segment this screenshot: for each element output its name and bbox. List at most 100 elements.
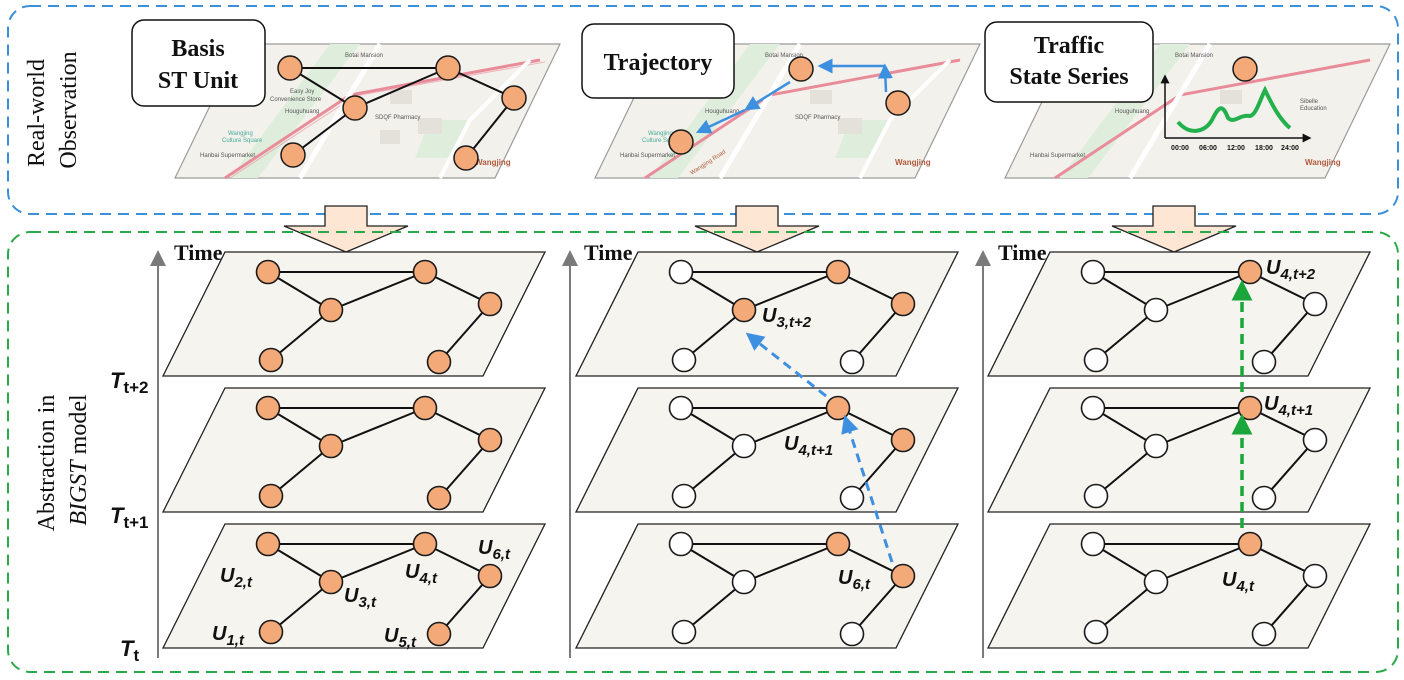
graph-node (890, 563, 916, 589)
graph-node (668, 259, 694, 285)
unit-labels: U1,t U2,t U3,t U4,t U5,t U6,t U6,t U4,t+… (212, 257, 1316, 651)
svg-text:Hanbai Supermarket: Hanbai Supermarket (620, 153, 675, 159)
graph-edge (1155, 271, 1251, 311)
svg-text:Culture Square: Culture Square (642, 138, 683, 144)
down-arrow-3 (1111, 205, 1237, 253)
svg-text:00:00: 00:00 (1171, 145, 1189, 152)
time-axis-2: Time (562, 240, 633, 658)
observation-frame (7, 5, 1399, 215)
svg-text:Wangjing: Wangjing (895, 158, 931, 167)
time-axis-1: Time Tt+2 Tt+1 Tt (110, 240, 223, 665)
graph-node (1302, 563, 1328, 589)
graph-node (731, 569, 757, 595)
graph-edge (743, 271, 839, 311)
graph-node (890, 291, 916, 317)
svg-text:SDQF Pharmacy: SDQF Pharmacy (375, 115, 420, 121)
graph-node (255, 259, 281, 285)
svg-text:Houguhuang: Houguhuang (705, 109, 739, 115)
svg-text:Houguhuang: Houguhuang (285, 109, 319, 115)
svg-text:Culture Square: Culture Square (222, 138, 263, 144)
graph-node (412, 395, 438, 421)
graph-edge (1095, 445, 1157, 497)
graph-node (839, 485, 865, 511)
graph-node (426, 349, 452, 375)
trajectory-arrow-2 (745, 332, 827, 398)
svg-text:Hanbai Supermarket: Hanbai Supermarket (200, 153, 255, 159)
layer-plane-traffic-1 (986, 387, 1372, 513)
map-node (501, 85, 527, 111)
layer-plane-traj-0 (574, 251, 960, 377)
graph-node (671, 483, 697, 509)
graph-edge (438, 303, 491, 363)
graph-node (318, 433, 344, 459)
graph-edge (683, 445, 745, 497)
graph-node (477, 291, 503, 317)
graph-edge (851, 303, 904, 363)
label-u3t: U3,t (344, 585, 377, 611)
graph-node (1302, 427, 1328, 453)
graph-node (671, 619, 697, 645)
graph-node (1080, 259, 1106, 285)
map-node (788, 56, 814, 82)
down-arrow-1 (283, 205, 409, 253)
svg-text:06:00: 06:00 (1199, 145, 1217, 152)
map-node (885, 90, 911, 116)
svg-text:Traffic: Traffic (1034, 33, 1105, 59)
svg-text:Education: Education (1300, 106, 1327, 112)
graph-edge (270, 309, 332, 361)
label-traj-u4t1: U4,t+1 (784, 433, 833, 459)
graph-node (258, 619, 284, 645)
svg-text:Botai Mansion: Botai Mansion (765, 53, 803, 59)
basis-title-box: Basis ST Unit (131, 19, 266, 107)
map-node (280, 142, 306, 168)
graph-node (1251, 349, 1277, 375)
label-traffic-u4t1: U4,t+1 (1264, 393, 1313, 419)
label-u2t: U2,t (220, 565, 253, 591)
label-u1t: U1,t (212, 623, 245, 649)
graph-node (477, 427, 503, 453)
svg-text:Tt: Tt (120, 636, 139, 665)
graph-node (1083, 619, 1109, 645)
map-panel-basis: Botai Mansion Easy Joy Convenience Store… (174, 42, 561, 180)
svg-text:State Series: State Series (1009, 64, 1128, 90)
graph-edge (438, 439, 491, 499)
layer-plane-traj-2 (574, 523, 960, 649)
trajectory-arrow-1 (841, 414, 894, 563)
graph-edge (743, 543, 839, 583)
abstraction-frame (7, 231, 1399, 673)
graph-edge (851, 439, 904, 499)
svg-text:Basis: Basis (171, 36, 224, 62)
map-node (277, 55, 303, 81)
map-node (1232, 56, 1258, 82)
layer-plane-traffic-2 (986, 523, 1372, 649)
svg-text:Time: Time (998, 240, 1047, 265)
graph-node (477, 563, 503, 589)
graph-node (258, 347, 284, 373)
graph-node (839, 621, 865, 647)
graph-node (426, 621, 452, 647)
graph-node (412, 531, 438, 557)
graph-edge (1263, 575, 1316, 635)
svg-text:Tt+1: Tt+1 (110, 503, 149, 532)
graph-edge (1263, 439, 1316, 499)
layer-plane-traj-1 (574, 387, 960, 513)
svg-text:Wangjing: Wangjing (475, 158, 511, 167)
graph-edge (330, 543, 426, 583)
map-node (453, 145, 479, 171)
graph-edge (1263, 303, 1316, 363)
layer-plane-basis-1 (161, 387, 547, 513)
svg-text:Wangjing: Wangjing (648, 131, 673, 137)
graph-edge (1095, 309, 1157, 361)
label-traj-u6t: U6,t (838, 567, 871, 593)
graph-node (1251, 621, 1277, 647)
graph-node (1080, 531, 1106, 557)
graph-edge (851, 575, 904, 635)
graph-node (1251, 485, 1277, 511)
traffic-series-chart: 00:00 06:00 12:00 18:00 24:00 (1160, 74, 1312, 152)
map-node (668, 129, 694, 155)
map-node (342, 95, 368, 121)
graph-edge (683, 581, 745, 633)
graph-edge (683, 309, 745, 361)
graph-node (1237, 259, 1263, 285)
svg-text:Wangjing: Wangjing (1305, 158, 1341, 167)
